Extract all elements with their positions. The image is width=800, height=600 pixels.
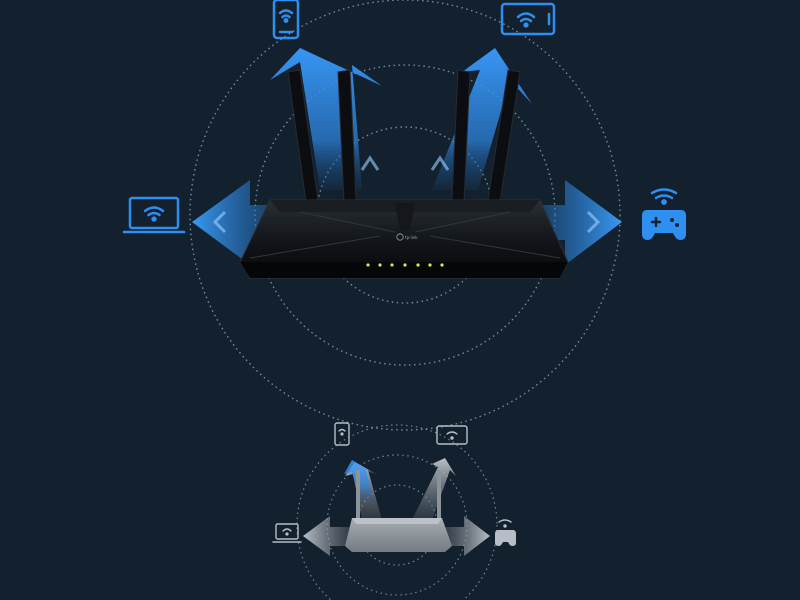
legacy-tablet-wifi-icon [436, 425, 468, 445]
led-6 [428, 263, 432, 267]
brand-logo-text: tp-link [405, 235, 418, 240]
bottom-device-icons [272, 422, 516, 546]
led-5 [416, 263, 420, 267]
legacy-phone-wifi-icon [334, 422, 350, 446]
tp-link-logo [396, 233, 404, 241]
legacy-router [345, 470, 452, 552]
legacy-beam-up-right [412, 458, 456, 520]
tablet-wifi-icon [500, 2, 556, 36]
led-1 [366, 263, 370, 267]
legacy-outer-ring [296, 424, 498, 600]
legacy-antenna-right [437, 470, 441, 520]
led-4 [403, 263, 407, 267]
beam-left [192, 180, 300, 265]
legacy-antenna-left [356, 470, 360, 520]
legacy-beam-right [440, 516, 490, 556]
beam-up-left [270, 48, 382, 190]
phone-wifi-icon [272, 0, 300, 40]
laptop-wifi-icon [122, 196, 186, 234]
gamepad-wifi-icon [642, 188, 686, 240]
beam-right [512, 180, 622, 265]
legacy-beam-left [303, 516, 355, 556]
top-device-icons [122, 0, 686, 240]
legacy-router-body [345, 518, 452, 552]
led-3 [390, 263, 394, 267]
outer-ring [189, 0, 621, 431]
ax-router: tp-link [239, 69, 569, 279]
led-2 [378, 263, 382, 267]
led-7 [440, 263, 444, 267]
legacy-gamepad-wifi-icon [495, 519, 516, 546]
status-leds [366, 263, 444, 267]
bottom-coverage-rings [296, 424, 498, 600]
legacy-laptop-wifi-icon [272, 523, 302, 543]
